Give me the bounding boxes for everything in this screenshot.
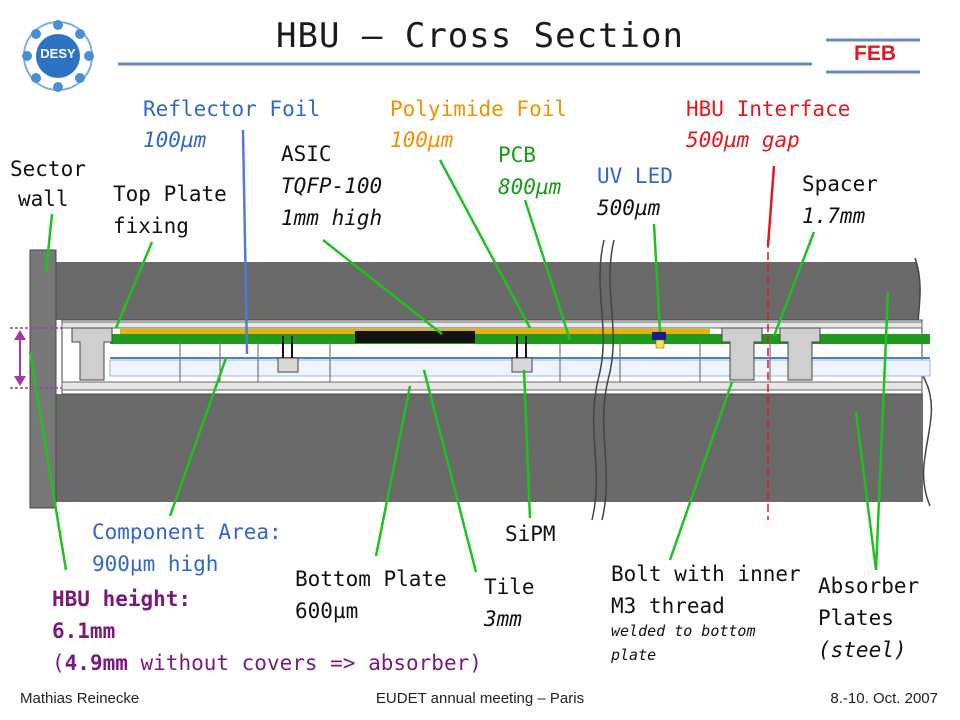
label-height-3-rest: without covers => absorber) <box>127 651 482 675</box>
footer-date: 8.-10. Oct. 2007 <box>830 690 938 707</box>
label-bolt-2: M3 thread <box>611 594 725 618</box>
label-bolt-1: Bolt with inner <box>611 562 801 586</box>
label-asic-height: 1mm high <box>281 206 383 230</box>
label-component-2: 900µm high <box>92 552 219 576</box>
label-polyimide-title: Polyimide Foil <box>390 97 568 121</box>
label-topplate-1: Top Plate <box>113 182 227 206</box>
label-bolt-4: plate <box>611 646 657 664</box>
label-bolt-3: welded to bottom <box>611 622 756 640</box>
page-title: HBU – Cross Section <box>276 16 684 56</box>
label-sector-2: wall <box>18 187 69 211</box>
label-bottomplate-1: Bottom Plate <box>295 567 447 591</box>
label-bottomplate-2: 600µm <box>295 599 359 623</box>
label-asic-type: TQFP-100 <box>281 174 383 198</box>
label-reflector-title: Reflector Foil <box>143 97 321 121</box>
pointer-interface <box>766 165 776 247</box>
pcb-board <box>110 334 930 344</box>
label-interface-gap: 500µm gap <box>686 128 800 152</box>
label-asic-title: ASIC <box>281 142 332 166</box>
pointer-tile <box>422 369 478 573</box>
label-height-2: 6.1mm <box>52 619 116 643</box>
label-absorber-3: (steel) <box>818 638 907 662</box>
pointer-height <box>28 351 68 571</box>
sipm-1 <box>277 357 299 373</box>
label-pcb-size: 800µm <box>498 175 562 199</box>
label-absorber-1: Absorber <box>818 574 920 598</box>
logo-text: DESY <box>40 46 76 61</box>
label-tile-2: 3mm <box>484 607 522 631</box>
label-tile-1: Tile <box>484 575 535 599</box>
pointer-reflector <box>241 129 249 355</box>
label-height-3: (4.9mm without covers => absorber) <box>52 651 482 675</box>
label-sipm: SiPM <box>505 522 556 546</box>
pointer-component <box>168 357 228 517</box>
pointer-bottomplate <box>374 385 412 557</box>
pointer-spacer <box>772 231 816 337</box>
pointer-pcb <box>523 199 572 341</box>
label-polyimide-size: 100µm <box>390 128 454 152</box>
label-absorber-2: Plates <box>818 606 894 630</box>
label-interface-title: HBU Interface <box>686 97 851 121</box>
label-uvled-size: 500µm <box>597 196 661 220</box>
pointer-asic <box>322 239 443 335</box>
pointer-polyimide <box>438 159 532 329</box>
pointer-topplate <box>114 241 154 329</box>
uv-led <box>652 332 666 340</box>
footer-event: EUDET annual meeting – Paris <box>375 690 585 707</box>
asic-chip <box>355 331 475 343</box>
pointer-uvled <box>652 223 662 333</box>
label-spacer-title: Spacer <box>802 172 878 196</box>
desy-logo <box>22 20 94 92</box>
absorber-plate-top <box>55 262 923 320</box>
absorber-plate-bottom <box>55 394 923 502</box>
bottom-plate <box>61 381 923 391</box>
bolts <box>71 327 821 381</box>
pointer-sector <box>44 213 54 273</box>
label-spacer-size: 1.7mm <box>802 204 866 228</box>
label-height-3-value: 4.9mm <box>64 651 128 675</box>
label-uvled-title: UV LED <box>597 164 673 188</box>
pointer-absorber-2 <box>854 411 878 571</box>
label-component-1: Component Area: <box>92 520 282 544</box>
pointer-sipm <box>522 369 532 519</box>
pointer-bolt <box>668 381 734 561</box>
label-height-1: HBU height: <box>52 587 192 611</box>
label-reflector-size: 100µm <box>143 128 207 152</box>
label-pcb-title: PCB <box>498 143 536 167</box>
right-break <box>915 258 960 506</box>
label-topplate-2: fixing <box>113 214 189 238</box>
sipm-2 <box>511 357 533 373</box>
feb-label: FEB <box>854 42 896 65</box>
footer-author: Mathias Reinecke <box>20 690 140 707</box>
top-cover <box>61 321 923 329</box>
pointer-absorber-1 <box>874 291 890 571</box>
label-sector-1: Sector <box>10 157 86 181</box>
